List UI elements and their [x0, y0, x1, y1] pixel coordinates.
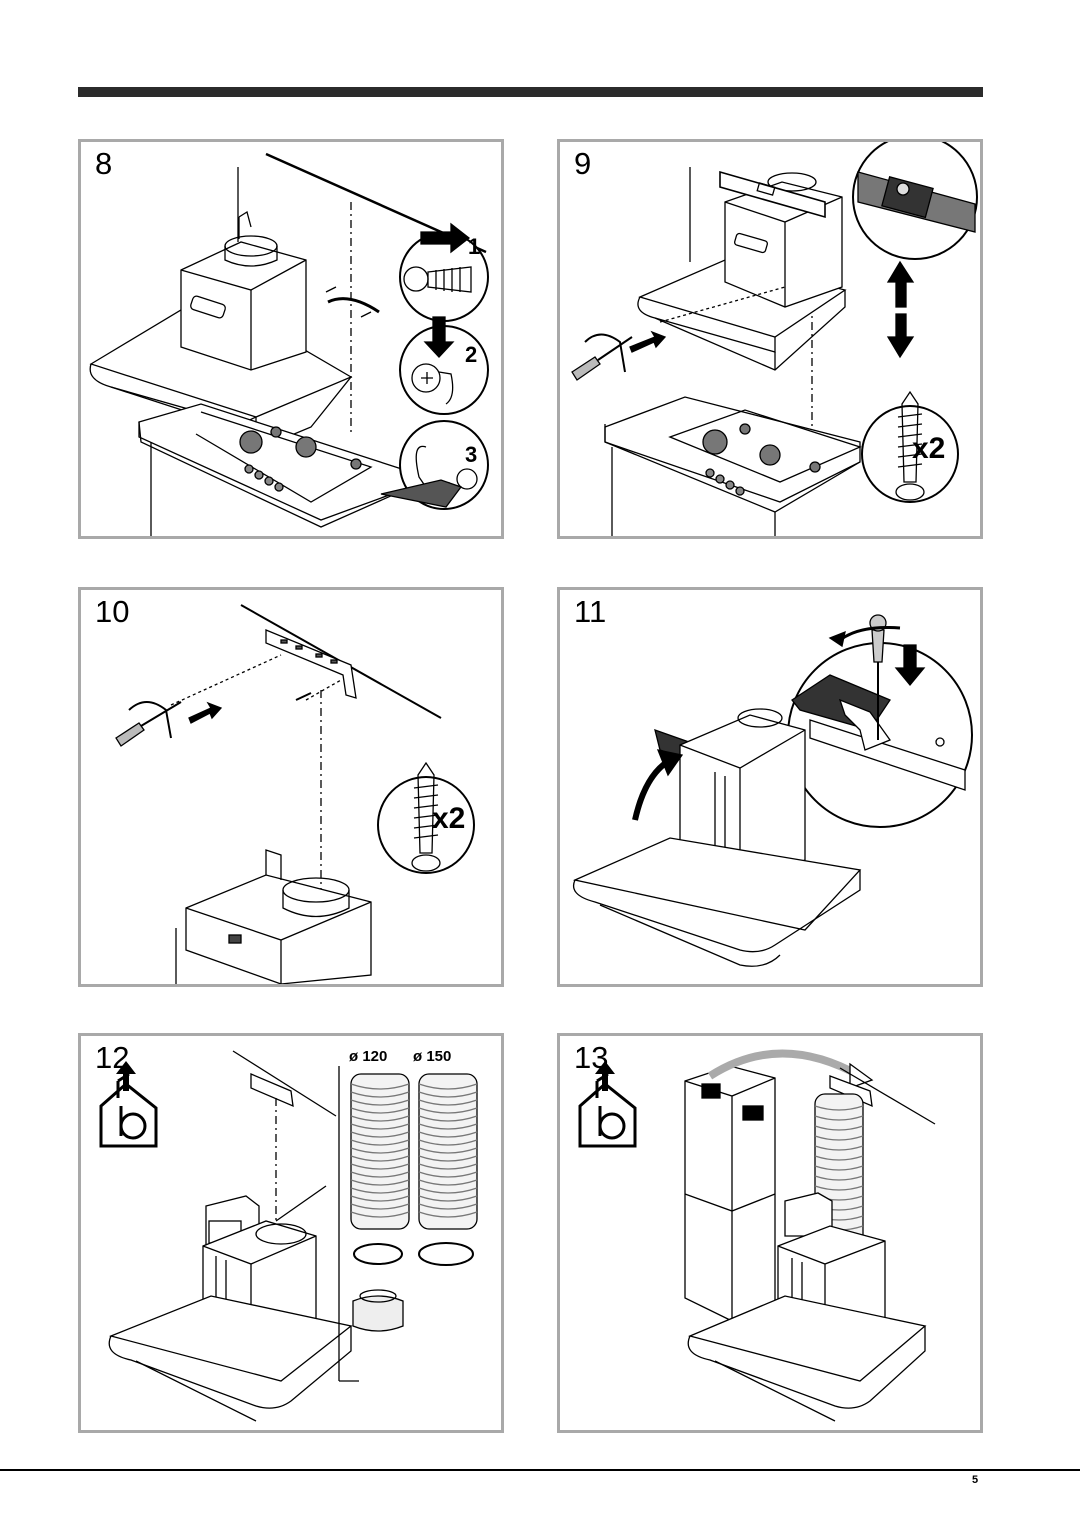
duct-120-icon	[350, 1073, 410, 1230]
diameter-120: ø 120	[349, 1048, 388, 1065]
callout-3: 3	[465, 442, 478, 467]
diameter-150: ø 150	[413, 1048, 452, 1065]
step-10-illustration	[115, 604, 475, 984]
step-number: 8	[95, 146, 113, 181]
step-9-panel: 9	[557, 139, 983, 539]
screw-icon	[411, 761, 441, 872]
callout-1: 1	[468, 234, 481, 259]
screw-icon	[895, 390, 925, 501]
step-11-panel: 11	[557, 587, 983, 987]
duct-150-icon	[418, 1073, 478, 1230]
step-8-illustration	[89, 152, 489, 536]
page-number: 5	[972, 1474, 979, 1486]
screwdriver-icon	[115, 701, 182, 747]
screw-icon	[403, 266, 472, 293]
footer-rule	[0, 1469, 1080, 1471]
step-10-panel: 10 x2	[78, 587, 504, 987]
step-11-illustration	[572, 614, 973, 967]
screwdriver-icon	[571, 333, 633, 381]
house-b-icon	[99, 1072, 158, 1148]
step-13-panel: 13	[557, 1033, 983, 1433]
callout-2: 2	[465, 342, 478, 367]
header-rule	[78, 87, 983, 97]
step-8-panel: 8	[78, 139, 504, 539]
step-number: 9	[574, 146, 592, 181]
step-12-panel: 12	[78, 1033, 504, 1433]
screw-count: x2	[912, 432, 946, 465]
step-9-illustration	[571, 142, 978, 536]
house-b-icon	[578, 1072, 637, 1148]
step-number: 10	[95, 594, 130, 629]
step-12-illustration	[99, 1050, 478, 1422]
step-number: 11	[574, 594, 607, 629]
screw-count: x2	[432, 802, 466, 835]
step-13-illustration	[578, 1049, 936, 1422]
